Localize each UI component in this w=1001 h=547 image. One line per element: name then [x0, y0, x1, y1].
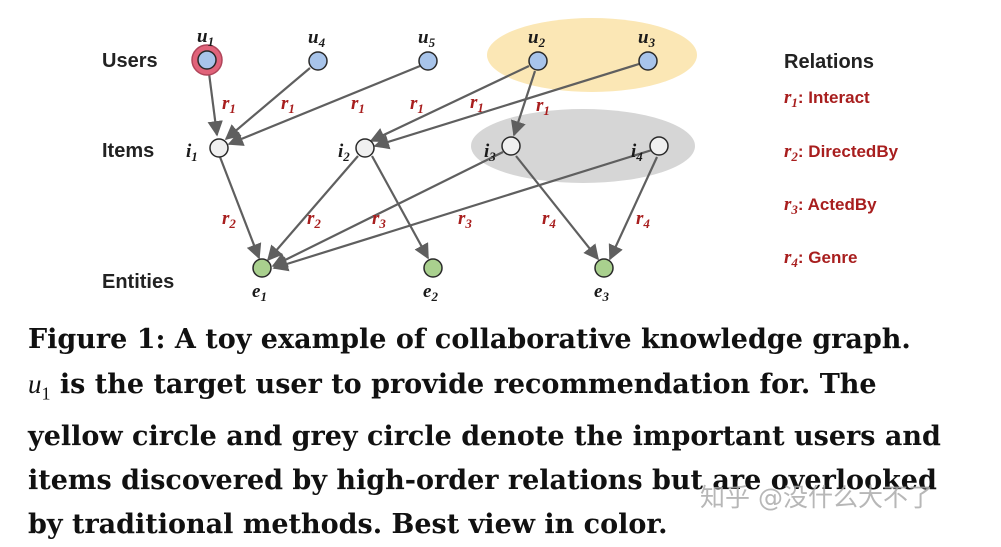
- edge-i3-e1: [271, 151, 504, 267]
- row-label-users: Users: [102, 50, 158, 72]
- edge-u1-i1: [207, 72, 223, 137]
- yellow-highlight-ellipse: [487, 18, 697, 92]
- grey-highlight-ellipse: [471, 109, 695, 183]
- node-u1: [197, 50, 217, 70]
- edge-i2-e2: [371, 155, 429, 260]
- node-u4: [308, 51, 328, 71]
- label-i1: i1: [186, 141, 198, 164]
- label-e2: e2: [423, 281, 438, 304]
- edge-u3-i2: [373, 62, 640, 150]
- edge-u2-i2: [369, 65, 530, 143]
- edge-label-i2-e1: r2: [307, 208, 321, 231]
- caption-line-4: items discovered by high-order relations…: [28, 465, 937, 497]
- node-i4: [649, 136, 669, 156]
- node-u2: [528, 51, 548, 71]
- row-label-entities: Entities: [102, 271, 174, 293]
- caption-line-5: by traditional methods. Best view in col…: [28, 509, 668, 541]
- label-u3: u3: [638, 27, 656, 50]
- edge-u2-i3: [511, 70, 537, 137]
- node-i3: [501, 136, 521, 156]
- node-i2: [355, 138, 375, 158]
- edge-i3-e3: [515, 155, 599, 261]
- label-e3: e3: [594, 281, 609, 304]
- knowledge-graph-figure: Users Items Entities u1 u4 u5 u2 u3 i1 i…: [102, 18, 899, 304]
- label-e1: e1: [252, 281, 267, 304]
- edge-u5-i1: [227, 64, 421, 146]
- label-u1: u1: [197, 26, 214, 49]
- node-e3: [594, 258, 614, 278]
- label-i4: i4: [631, 141, 643, 164]
- figure-caption: Figure 1: A toy example of collaborative…: [28, 318, 990, 547]
- node-u5: [418, 51, 438, 71]
- label-i3: i3: [484, 141, 496, 164]
- edge-i4-e3: [608, 156, 658, 261]
- legend-item-r2: r2: DirectedBy: [784, 141, 899, 164]
- legend-item-r1: r1: Interact: [784, 87, 870, 110]
- edge-label-u2-i2: r1: [410, 93, 424, 116]
- edge-label-i4-e3: r4: [636, 208, 650, 231]
- node-e1: [252, 258, 272, 278]
- caption-line-1: Figure 1: A toy example of collaborative…: [28, 324, 911, 355]
- edge-i1-e1: [218, 156, 262, 260]
- node-i1: [209, 138, 229, 158]
- node-e2: [423, 258, 443, 278]
- edge-label-i4-e1: r3: [458, 208, 472, 231]
- graph-canvas: Users Items Entities u1 u4 u5 u2 u3 i1 i…: [102, 18, 899, 304]
- label-u4: u4: [308, 27, 326, 50]
- legend-item-r3: r3: ActedBy: [784, 194, 877, 217]
- node-u3: [638, 51, 658, 71]
- edge-label-u2-i3: r1: [536, 95, 550, 118]
- edge-u4-i1: [224, 67, 311, 140]
- label-u2: u2: [528, 27, 546, 50]
- label-i2: i2: [338, 141, 350, 164]
- edge-i4-e1: [272, 148, 653, 272]
- watermark: 知乎 @没什么大不了: [700, 483, 933, 512]
- edge-label-u3-i2: r1: [470, 92, 484, 115]
- edge-label-i3-e3: r4: [542, 208, 556, 231]
- edge-label-u5-i1: r1: [351, 93, 365, 116]
- caption-line-3: yellow circle and grey circle denote the…: [28, 421, 941, 453]
- caption-line-2: u1 is the target user to provide recomme…: [28, 369, 877, 404]
- edge-label-u1-i1: r1: [222, 93, 236, 116]
- edge-label-u4-i1: r1: [281, 93, 295, 116]
- caption-math-u1: u1: [28, 369, 51, 404]
- edge-label-i2-e2: r3: [372, 208, 386, 231]
- edge-label-i1-e1: r2: [222, 208, 236, 231]
- label-u5: u5: [418, 27, 436, 50]
- row-label-items: Items: [102, 140, 154, 162]
- legend-item-r4: r4: Genre: [784, 247, 857, 270]
- legend-title: Relations: [784, 51, 874, 73]
- edge-i2-e1: [266, 155, 359, 262]
